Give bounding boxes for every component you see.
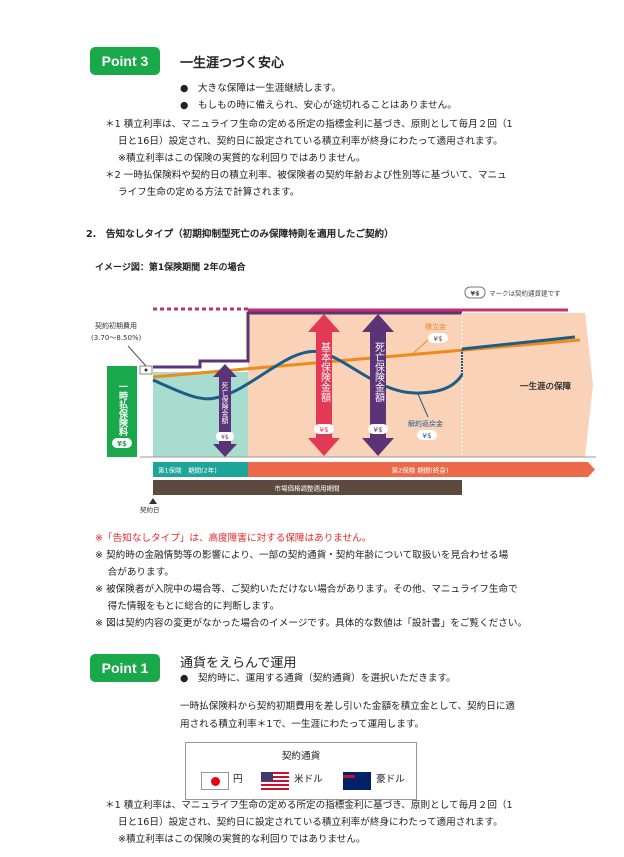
insurance-diagram: ¥$ マークは契約通貨建です 一時払保険料 ¥$ 契約初期費用 (3.70～8.… [91, 286, 596, 514]
note: 得た情報をもとに総合的に判断します。 [95, 601, 280, 612]
point3-bullet: ● もしもの時に備えられ、安心が途切れることはありません。 [180, 100, 457, 111]
svg-text:¥$: ¥$ [374, 426, 383, 434]
legend-text: マークは契約通貨建です [489, 289, 561, 298]
death-benefit-line [153, 311, 462, 369]
note: 合があります。 [95, 567, 174, 578]
note: ※積立利率はこの保険の実質的な利回りではありません。 [118, 834, 366, 845]
point1-para: 一時払保険料から契約初期費用を差し引いた金額を積立金として、契約日に適 [180, 701, 516, 712]
svg-text:¥$: ¥$ [320, 426, 329, 434]
lifetime-label: 一生涯の保障 [520, 381, 572, 392]
currency-yen: 円 [233, 774, 243, 785]
section-heading: 2. 告知なしタイプ（初期抑制型死亡のみ保障特則を適用したご契約） [86, 229, 394, 240]
svg-text:¥$: ¥$ [221, 434, 229, 441]
svg-text:死亡保険金額: 死亡保険金額 [373, 342, 385, 403]
lifetime-area [248, 313, 593, 457]
point1-title: 通貨をえらんで運用 [180, 656, 297, 671]
note: ※ 契約時の金融情勢等の影響により、一部の契約通貨・契約年齢について取扱いを見合… [95, 550, 509, 561]
svg-text:¥$: ¥$ [117, 440, 127, 448]
point1-badge: Point 1 [90, 654, 160, 682]
note: 日と16日）設定され、契約日に設定されている積立利率が終身にわたって適用されます… [118, 136, 503, 147]
svg-text:死亡保険金額: 死亡保険金額 [221, 382, 229, 425]
svg-text:¥$: ¥$ [423, 432, 432, 440]
surrender-label: 解約返戻金 [408, 419, 443, 428]
period2-bar [248, 462, 595, 477]
basic-benefit-arrow: 基本保険金額 ¥$ [308, 314, 340, 456]
svg-text:第2保険 期間(終身): 第2保険 期間(終身) [392, 466, 449, 475]
note: ※積立利率はこの保険の実質的な利回りではありません。 [118, 153, 366, 164]
note: 日と16日）設定され、契約日に設定されている積立利率が終身にわたって適用されます… [118, 817, 503, 828]
svg-text:(3.70～8.50%): (3.70～8.50%) [91, 334, 142, 342]
death-benefit-small-arrow: 死亡保険金額 ¥$ [213, 364, 237, 457]
mva-period-bar [153, 480, 462, 495]
currency-box-title: 契約通貨 [281, 751, 321, 762]
note-emphasis: ※「告知なしタイプ」は、高度障害に対する保障はありません。 [95, 533, 372, 544]
reserve-label: 積立金 [425, 322, 446, 331]
note: ＊2 一時払保険料や契約日の積立利率、被保険者の契約年齢および性別等に基づいて、… [105, 170, 507, 181]
note: ※ 被保険者が入院中の場合等、ご契約いただけない場合があります。その他、マニュラ… [95, 584, 518, 595]
svg-text:契約日: 契約日 [140, 505, 160, 514]
currency-usd: 米ドル [294, 774, 323, 785]
svg-text:¥$: ¥$ [470, 290, 480, 298]
currency-box: 契約通貨 円 米ドル 豪ドル [185, 742, 417, 800]
svg-text:第1保険 期間(2年): 第1保険 期間(2年) [158, 466, 217, 475]
currency-aud: 豪ドル [376, 774, 405, 785]
point3-badge: Point 3 [90, 47, 160, 75]
diagram-subheading: イメージ図：第1保険期間 2年の場合 [95, 263, 246, 273]
period1-bar [153, 462, 248, 477]
death-benefit-arrow: 死亡保険金額 ¥$ [362, 314, 394, 456]
note: ＊1 積立利率は、マニュライフ生命の定める所定の指標金利に基づき、原則として毎月… [105, 119, 513, 130]
initial-cost-label: 契約初期費用 [95, 321, 137, 330]
point3-title: 一生涯つづく安心 [180, 56, 285, 71]
legend: ¥$ マークは契約通貨建です [464, 286, 561, 299]
svg-text:基本保険金額: 基本保険金額 [319, 341, 331, 403]
contract-day-marker-icon [149, 498, 157, 504]
svg-text:¥$: ¥$ [434, 335, 443, 343]
japan-flag-icon [201, 772, 229, 790]
note: ＊1 積立利率は、マニュライフ生命の定める所定の指標金利に基づき、原則として毎月… [105, 800, 513, 811]
us-flag-icon [261, 772, 289, 790]
australia-flag-icon [343, 772, 371, 790]
note: ライフ生命の定める方法で計算されます。 [118, 187, 300, 198]
point3-bullet: ● 大きな保障は一生涯継続します。 [180, 83, 341, 94]
point1-bullet: ● 契約時に、運用する通貨（契約通貨）を選択いただきます。 [180, 673, 456, 684]
svg-text:一時払保険料: 一時払保険料 [117, 382, 129, 437]
svg-text:市場価格調整適用期間: 市場価格調整適用期間 [275, 484, 340, 493]
currency-mark-icon [464, 286, 486, 299]
point1-para: 用される積立利率＊1で、一生涯にわたって運用します。 [180, 719, 425, 730]
note: ※ 図は契約内容の変更がなかった場合のイメージです。具体的な数値は「設計書」をご… [95, 618, 528, 629]
